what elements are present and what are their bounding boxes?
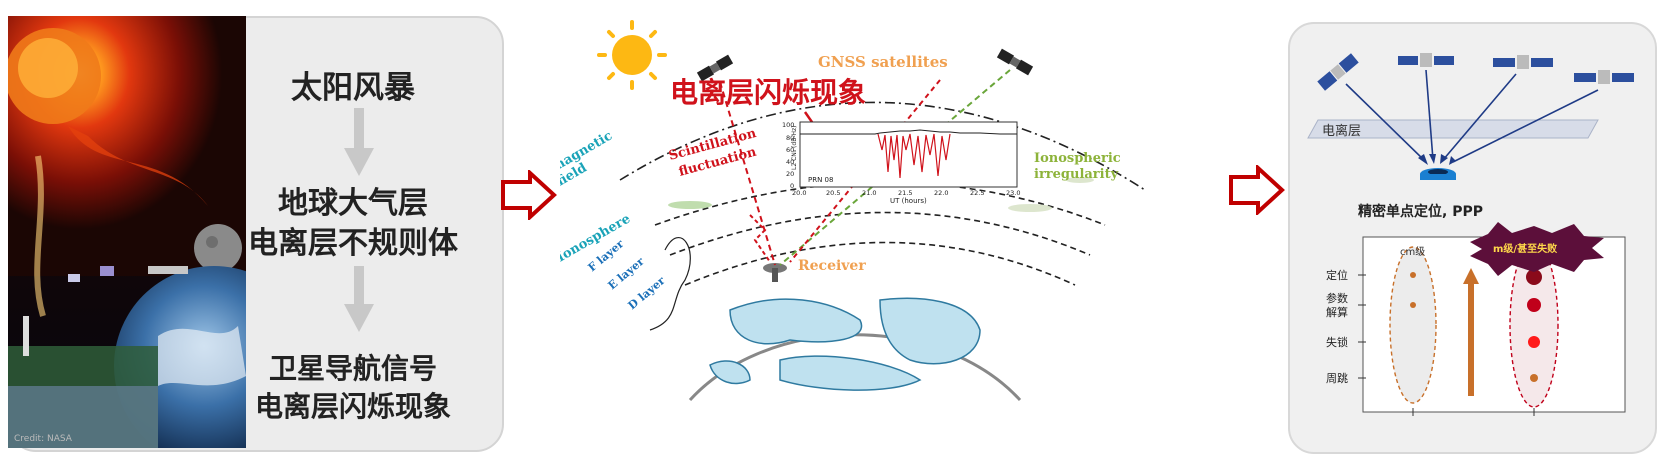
- flow-arrow-1: [500, 168, 558, 224]
- irregularity-label-line1: Ionospheric: [1034, 151, 1121, 166]
- inset-ytick: 80: [786, 134, 794, 142]
- inset-ytick: 40: [786, 158, 794, 166]
- satellite-icon: [1398, 53, 1454, 67]
- receiver-label: Receiver: [798, 258, 866, 274]
- image-credit: Credit: NASA: [14, 434, 73, 444]
- inset-xtick: 22.5: [970, 189, 984, 197]
- step-atmosphere-line2: 电离层不规则体: [248, 226, 458, 261]
- d-layer-label: D layer: [626, 274, 668, 312]
- receiver-icon: [1420, 168, 1456, 180]
- satellite-icon: [1317, 53, 1359, 91]
- flow-arrow-2: [1228, 163, 1286, 219]
- satellite-icon: [1574, 70, 1634, 84]
- inset-y-axis-label: L2 CN₀ (dB-Hz): [791, 126, 798, 171]
- failure-starburst-badge: m级/甚至失败: [1470, 222, 1604, 276]
- step-signal-line1: 卫星导航信号: [268, 352, 437, 385]
- gnss-satellites-label: GNSS satellites: [818, 53, 948, 71]
- ppp-label: 精密单点定位, PPP: [1358, 203, 1483, 220]
- row-label-parameter-solution-line2: 解算: [1326, 305, 1348, 319]
- sun-icon: [597, 20, 667, 90]
- inset-xtick: 21.0: [862, 189, 876, 197]
- satellite-icon: [1493, 55, 1553, 69]
- step-signal-line2: 电离层闪烁现象: [254, 390, 451, 423]
- satellite-icon: [696, 54, 734, 82]
- inset-x-axis-label: UT (hours): [890, 197, 927, 205]
- inset-ytick: 100: [782, 121, 794, 129]
- step-atmosphere-line1: 地球大气层: [278, 186, 428, 221]
- inset-ytick: 20: [786, 170, 794, 178]
- inset-xtick: 22.0: [934, 189, 948, 197]
- scintillation-inset-chart: PRN 08 UT (hours) 100 80 60 40 20 0 20.0…: [782, 121, 1020, 205]
- ppp-diagram: 电离层 精密单点定位, PPP 定位 参数 解算 失锁 周跳 cm级: [1307, 53, 1634, 416]
- receiver-antenna-icon: [763, 263, 787, 282]
- ionosphere-diagram: PRN 08 UT (hours) 100 80 60 40 20 0 20.0…: [560, 20, 1146, 402]
- step-solar-storm: 太阳风暴: [291, 70, 415, 106]
- inset-xtick: 21.5: [898, 189, 912, 197]
- row-label-cycle-slip: 周跳: [1326, 371, 1348, 385]
- scintillation-title: 电离层闪烁现象: [670, 76, 866, 109]
- satellite-icon: [996, 48, 1034, 76]
- cm-level-label: cm级: [1400, 246, 1425, 258]
- row-label-parameter-solution: 参数: [1326, 291, 1348, 305]
- ionosphere-layer-label: 电离层: [1322, 123, 1361, 139]
- inset-xtick: 20.0: [792, 189, 806, 197]
- inset-ytick: 0: [790, 182, 794, 190]
- solar-storm-earth-image: Credit: NASA: [8, 16, 246, 448]
- step-atmosphere: 地球大气层 电离层不规则体: [218, 184, 488, 264]
- inset-ytick: 60: [786, 146, 794, 154]
- m-level-label: m级/甚至失败: [1493, 242, 1557, 255]
- row-label-loss-of-lock: 失锁: [1326, 335, 1348, 349]
- row-label-positioning: 定位: [1326, 268, 1348, 282]
- step-navigation-signal: 卫星导航信号 电离层闪烁现象: [218, 350, 488, 426]
- e-layer-label: E layer: [606, 255, 647, 293]
- inset-xtick: 23.0: [1006, 189, 1020, 197]
- inset-prn-label: PRN 08: [808, 176, 833, 184]
- irregularity-label-line2: irregularity: [1034, 167, 1119, 182]
- inset-xtick: 20.5: [826, 189, 840, 197]
